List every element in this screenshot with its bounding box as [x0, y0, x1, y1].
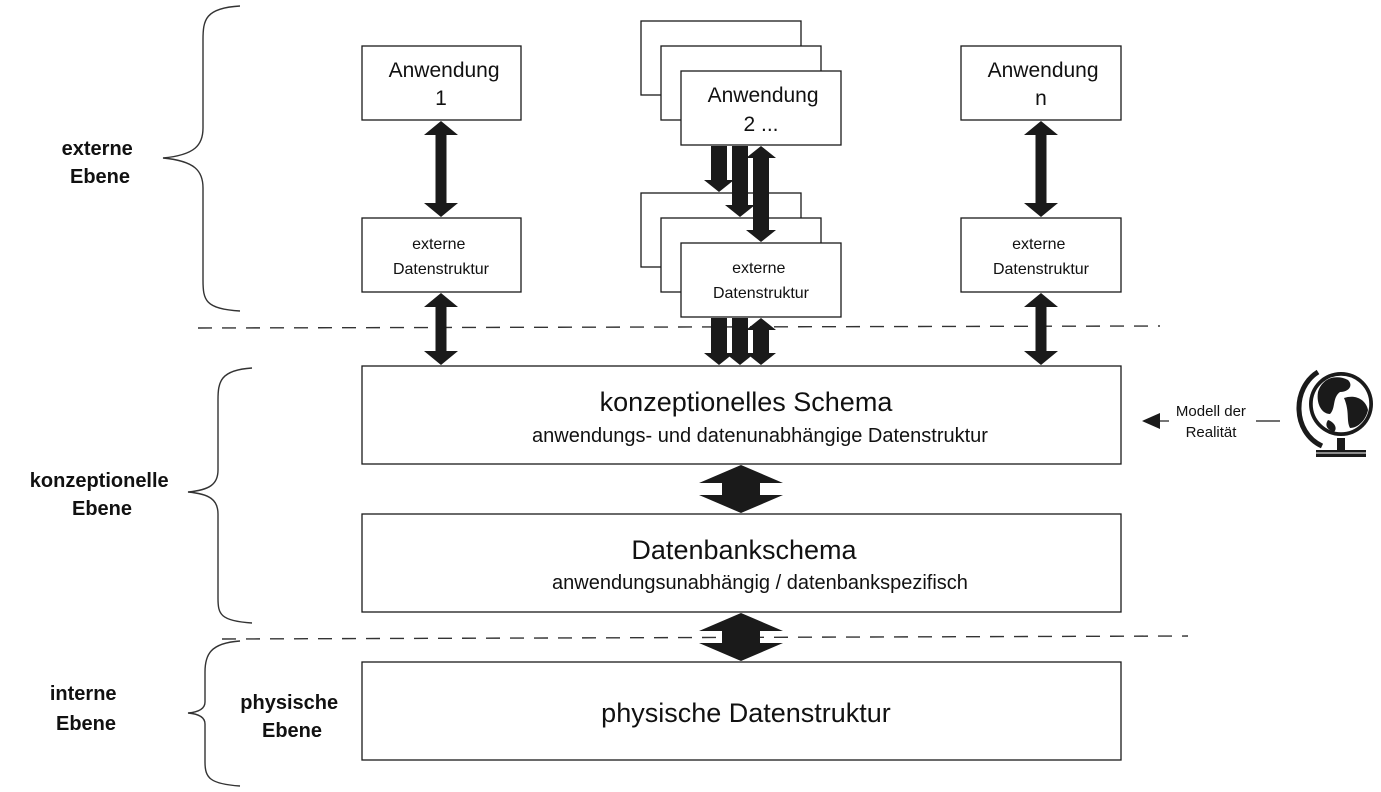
- database-schema-title: Datenbankschema: [631, 535, 857, 565]
- separator-conceptual-internal: [221, 635, 1189, 640]
- svg-text:Anwendung 1: Anwendung 1: [389, 59, 506, 110]
- arrow-extn-to-conceptual: [1024, 293, 1058, 365]
- arrow-app2-down-b: [725, 146, 755, 217]
- external-data-structure-n: externe Datenstruktur: [960, 217, 1122, 293]
- physical-level-label: physische Ebene: [240, 692, 343, 742]
- brace-conceptual-level: [187, 367, 253, 624]
- arrows-layer: [424, 121, 1058, 661]
- arrow-ext2-up-c: [746, 318, 776, 365]
- svg-text:externe Datenstruktur: externe Datenstruktur: [993, 236, 1090, 278]
- svg-text:externe Datenstruktur: externe Datenstruktur: [393, 236, 490, 278]
- application-1: Anwendung 1: [361, 45, 522, 121]
- physical-structure-box: physische Datenstruktur: [361, 661, 1122, 761]
- arrow-conceptual-to-database: [699, 465, 783, 513]
- reality-model-arrowhead: [1142, 413, 1160, 429]
- reality-model-label: Modell der Realität: [1176, 403, 1250, 441]
- external-data-structure-1: externe Datenstruktur: [361, 217, 522, 293]
- arrow-app1-to-ext1: [424, 121, 458, 217]
- svg-text:Anwendung 2 ...: Anwendung 2 ...: [708, 84, 825, 136]
- arrow-ext1-to-conceptual: [424, 293, 458, 365]
- conceptual-level-label: konzeptionelle Ebene: [30, 470, 174, 520]
- arrow-app2-down-a: [704, 146, 734, 192]
- application-2-stack: Anwendung 2 ...: [640, 20, 842, 146]
- svg-text:Anwendung n: Anwendung n: [988, 59, 1105, 110]
- separator-external-conceptual: [197, 325, 1161, 329]
- arrow-ext2-down-b: [725, 318, 755, 365]
- conceptual-schema-subtitle: anwendungs- und datenunabhängige Datenst…: [532, 425, 988, 447]
- brace-internal-level: [187, 640, 241, 787]
- conceptual-schema-box: konzeptionelles Schema anwendungs- und d…: [361, 365, 1122, 465]
- physical-structure-title: physische Datenstruktur: [601, 698, 891, 728]
- arrow-database-to-physical: [699, 613, 783, 661]
- globe-icon: [1296, 369, 1373, 457]
- conceptual-schema-title: konzeptionelles Schema: [600, 387, 894, 417]
- internal-level-label: interne Ebene: [50, 683, 122, 735]
- brace-external-level: [162, 5, 241, 312]
- external-level-label: externe Ebene: [62, 138, 139, 188]
- reality-model-annotation: Modell der Realität: [1142, 403, 1280, 441]
- svg-text:externe Datenstruktur: externe Datenstruktur: [713, 260, 810, 302]
- database-schema-box: Datenbankschema anwendungsunabhängig / d…: [361, 513, 1122, 613]
- arrow-app2-up-c: [746, 146, 776, 242]
- arrow-appn-to-extn: [1024, 121, 1058, 217]
- arrow-ext2-down-a: [704, 318, 734, 365]
- database-schema-subtitle: anwendungsunabhängig / datenbankspezifis…: [552, 572, 968, 594]
- application-n: Anwendung n: [960, 45, 1122, 121]
